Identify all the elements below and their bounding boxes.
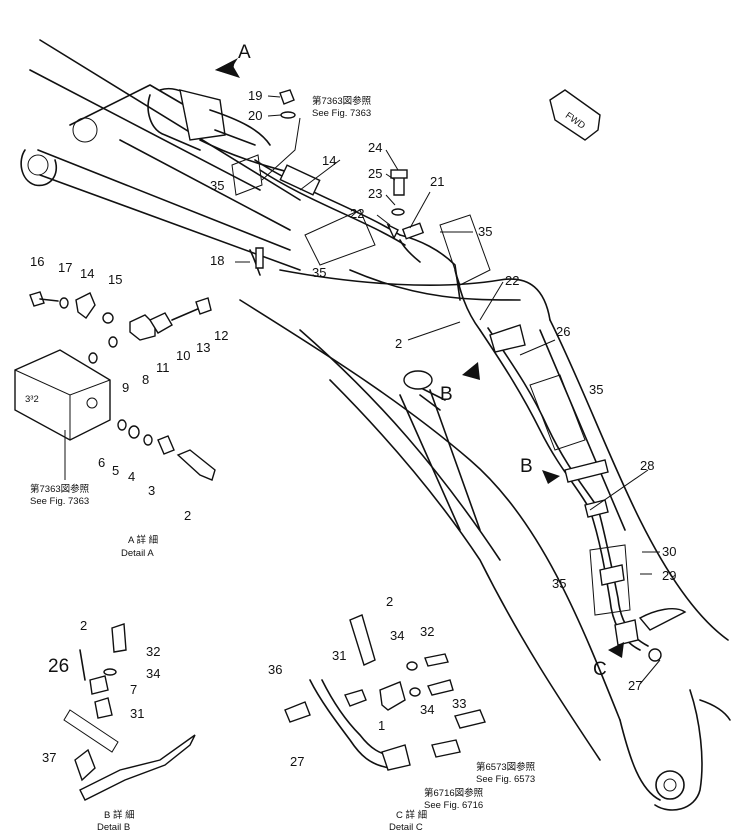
detail-c-jp: C 詳 細	[396, 809, 427, 821]
callout-13: 13	[196, 340, 210, 355]
callout-3: 3	[148, 483, 155, 498]
callout-36: 36	[268, 662, 282, 677]
callout-20: 20	[248, 108, 262, 123]
callout-4: 4	[128, 469, 135, 484]
detail-b-en: Detail B	[97, 822, 130, 833]
leader-lines	[64, 95, 661, 685]
callout-10: 10	[176, 348, 190, 363]
callout-34-b: 34	[146, 666, 160, 681]
callout-25: 25	[368, 166, 382, 181]
callout-11: 11	[156, 360, 170, 375]
view-label-c: C	[593, 659, 607, 680]
detail-a-jp: A 詳 細	[128, 534, 158, 546]
view-arrow-b2: B	[520, 456, 560, 484]
boom-arm-outline	[20, 39, 731, 811]
ref-7363-jp-a: 第7363図参照	[30, 483, 90, 495]
forward-direction-icon: FWD	[549, 89, 601, 141]
detail-b-parts	[63, 623, 196, 801]
ref-7363-jp-top: 第7363図参照	[312, 95, 372, 107]
callout-7: 7	[130, 682, 137, 697]
callout-15: 15	[108, 272, 122, 287]
view-arrow-a: A	[215, 42, 251, 78]
ref-6573-jp: 第6573図参照	[476, 761, 536, 773]
callout-33: 33	[452, 696, 466, 711]
block-marking: 3³2	[25, 394, 39, 405]
top-hardware	[249, 89, 425, 276]
callout-19: 19	[248, 88, 262, 103]
callout-37: 37	[42, 750, 56, 765]
callout-26-b: 26	[48, 656, 69, 677]
callout-2-a: 2	[395, 336, 402, 351]
callout-29: 29	[662, 568, 676, 583]
clamp-groups	[231, 154, 631, 616]
callout-32-c: 32	[420, 624, 434, 639]
view-label-a: A	[238, 42, 251, 63]
callout-21: 21	[430, 174, 444, 189]
detail-titles: A 詳 細 Detail A B 詳 細 Detail B C 詳 細 Deta…	[97, 534, 427, 833]
detail-c-parts	[284, 614, 486, 771]
ref-6716-en: See Fig. 6716	[424, 800, 483, 811]
view-arrow-c: C	[593, 642, 624, 680]
callout-18: 18	[210, 253, 224, 268]
detail-c-en: Detail C	[389, 822, 423, 833]
callout-34-c2: 34	[420, 702, 434, 717]
ref-6716-jp: 第6716図参照	[424, 787, 484, 799]
ref-7363-en-top: See Fig. 7363	[312, 108, 371, 119]
callout-31-b: 31	[130, 706, 144, 721]
callout-22-a: 22	[350, 206, 364, 221]
view-arrow-b1: B	[440, 362, 480, 405]
ref-7363-en-a: See Fig. 7363	[30, 496, 89, 507]
detail-a-parts: 3³2	[14, 291, 216, 481]
callout-14-a: 14	[80, 266, 94, 281]
callout-24: 24	[368, 140, 382, 155]
callout-6: 6	[98, 455, 105, 470]
callout-16: 16	[30, 254, 44, 269]
callout-31-c: 31	[332, 648, 346, 663]
callout-17: 17	[58, 260, 72, 275]
callout-32-b: 32	[146, 644, 160, 659]
figure-references: 第7363図参照 See Fig. 7363 第7363図参照 See Fig.…	[30, 95, 536, 811]
detail-b-jp: B 詳 細	[104, 809, 135, 821]
callout-numbers: 19 20 14 35 24 25 23 22 21 35 18 35 22 2…	[30, 88, 676, 769]
callout-8: 8	[142, 372, 149, 387]
callout-26-a: 26	[556, 324, 570, 339]
callout-22-b: 22	[505, 273, 519, 288]
callout-2-b: 2	[184, 508, 191, 523]
view-label-b1: B	[440, 384, 453, 405]
detail-a-en: Detail A	[121, 548, 154, 559]
callout-2-c: 2	[80, 618, 87, 633]
callout-27-b: 27	[290, 754, 304, 769]
ref-6573-en: See Fig. 6573	[476, 774, 535, 785]
callout-14-top: 14	[322, 153, 336, 168]
callout-5: 5	[112, 463, 119, 478]
callout-9: 9	[122, 380, 129, 395]
callout-35-e: 35	[552, 576, 566, 591]
callout-27-a: 27	[628, 678, 642, 693]
callout-2-d: 2	[386, 594, 393, 609]
callout-30: 30	[662, 544, 676, 559]
callout-35-d: 35	[589, 382, 603, 397]
view-label-b2: B	[520, 456, 533, 477]
callout-28: 28	[640, 458, 654, 473]
callout-35-a: 35	[210, 178, 224, 193]
callout-34-c1: 34	[390, 628, 404, 643]
callout-12: 12	[214, 328, 228, 343]
callout-35-b: 35	[478, 224, 492, 239]
hose-routing	[479, 324, 687, 662]
callout-23: 23	[368, 186, 382, 201]
callout-1: 1	[378, 718, 385, 733]
callout-35-c: 35	[312, 265, 326, 280]
